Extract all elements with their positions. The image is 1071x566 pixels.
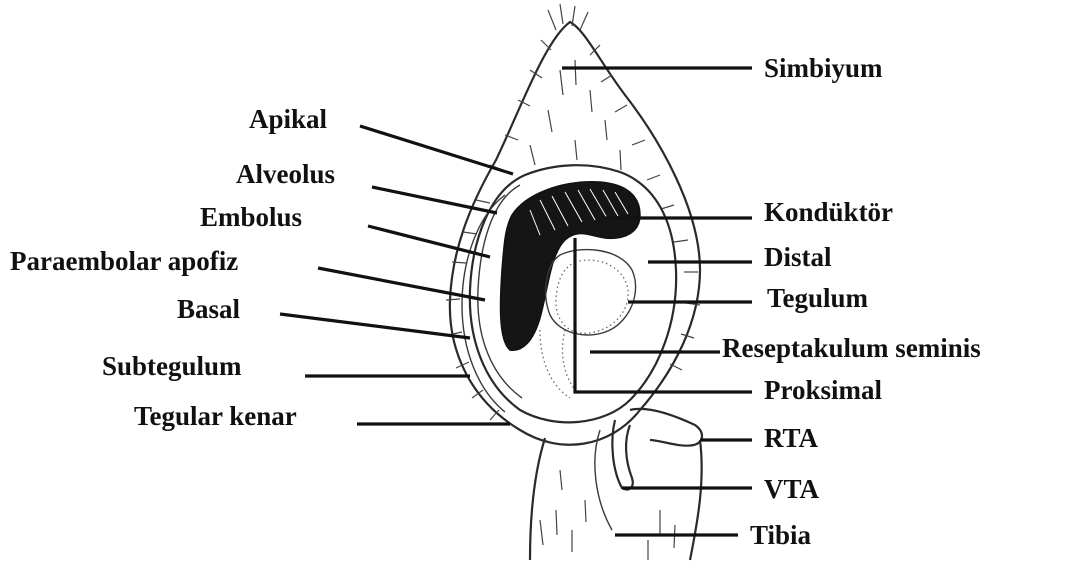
tegulum-inner: [546, 250, 636, 335]
label-rta: RTA: [764, 423, 819, 453]
receptaculum-seminis-duct-inner: [540, 330, 570, 398]
label-simbiyum: Simbiyum: [764, 53, 883, 83]
leader-paraembolar-apofiz: [318, 268, 485, 300]
label-distal: Distal: [764, 242, 832, 272]
vta-shape: [612, 420, 632, 490]
label-subtegulum: Subtegulum: [102, 351, 242, 381]
label-basal: Basal: [177, 294, 241, 324]
label-embolus: Embolus: [200, 202, 302, 232]
leader-embolus: [368, 226, 490, 257]
label-paraembolar-apofiz: Paraembolar apofiz: [10, 246, 238, 276]
conductor-shape: [500, 182, 640, 350]
tibia-setae: [540, 470, 675, 560]
label-apikal: Apikal: [249, 104, 328, 134]
receptaculum-seminis-outline: [556, 260, 628, 333]
leader-apikal: [360, 126, 513, 174]
label-konduktor: Kondüktör: [764, 197, 893, 227]
leader-basal: [280, 314, 470, 338]
label-proksimal: Proksimal: [764, 375, 883, 405]
labels: Simbiyum Apikal Alveolus Embolus Paraemb…: [10, 53, 981, 550]
rta-shape: [630, 409, 702, 446]
tibia-outline-right: [690, 440, 702, 560]
label-tegulum: Tegulum: [767, 283, 869, 313]
label-reseptakulum-seminis: Reseptakulum seminis: [722, 333, 981, 363]
label-vta: VTA: [764, 474, 820, 504]
label-tegular-kenar: Tegular kenar: [134, 401, 297, 431]
receptaculum-seminis-duct: [562, 330, 575, 390]
tibia-inner-fold: [595, 430, 612, 530]
label-alveolus: Alveolus: [236, 159, 335, 189]
label-tibia: Tibia: [750, 520, 812, 550]
